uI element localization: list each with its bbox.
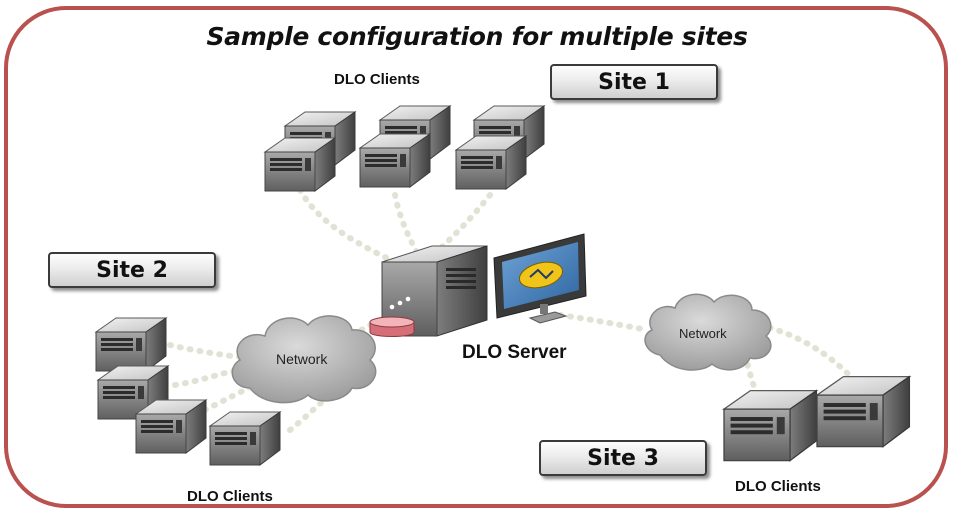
site1-clients	[264, 105, 545, 192]
site-1-label: Site 1	[550, 64, 718, 100]
network-left-label: Network	[276, 351, 328, 367]
diagram-title: Sample configuration for multiple sites	[206, 22, 748, 51]
site3-clients	[723, 375, 911, 462]
site-2-label: Site 2	[48, 252, 216, 288]
dlo-clients-right-label: DLO Clients	[735, 478, 821, 495]
network-right-label: Network	[679, 326, 727, 341]
dlo-clients-top-label: DLO Clients	[334, 71, 420, 88]
network-cloud-right	[644, 293, 772, 371]
dlo-logo-icon	[518, 261, 564, 289]
monitor-icon	[493, 233, 587, 324]
site-3-label: Site 3	[539, 440, 707, 476]
database-disk-icon	[369, 316, 415, 337]
dlo-clients-left-label: DLO Clients	[187, 488, 273, 505]
dlo-server-label: DLO Server	[462, 342, 567, 363]
network-cloud-left	[231, 315, 377, 404]
diagram-frame	[4, 6, 948, 508]
